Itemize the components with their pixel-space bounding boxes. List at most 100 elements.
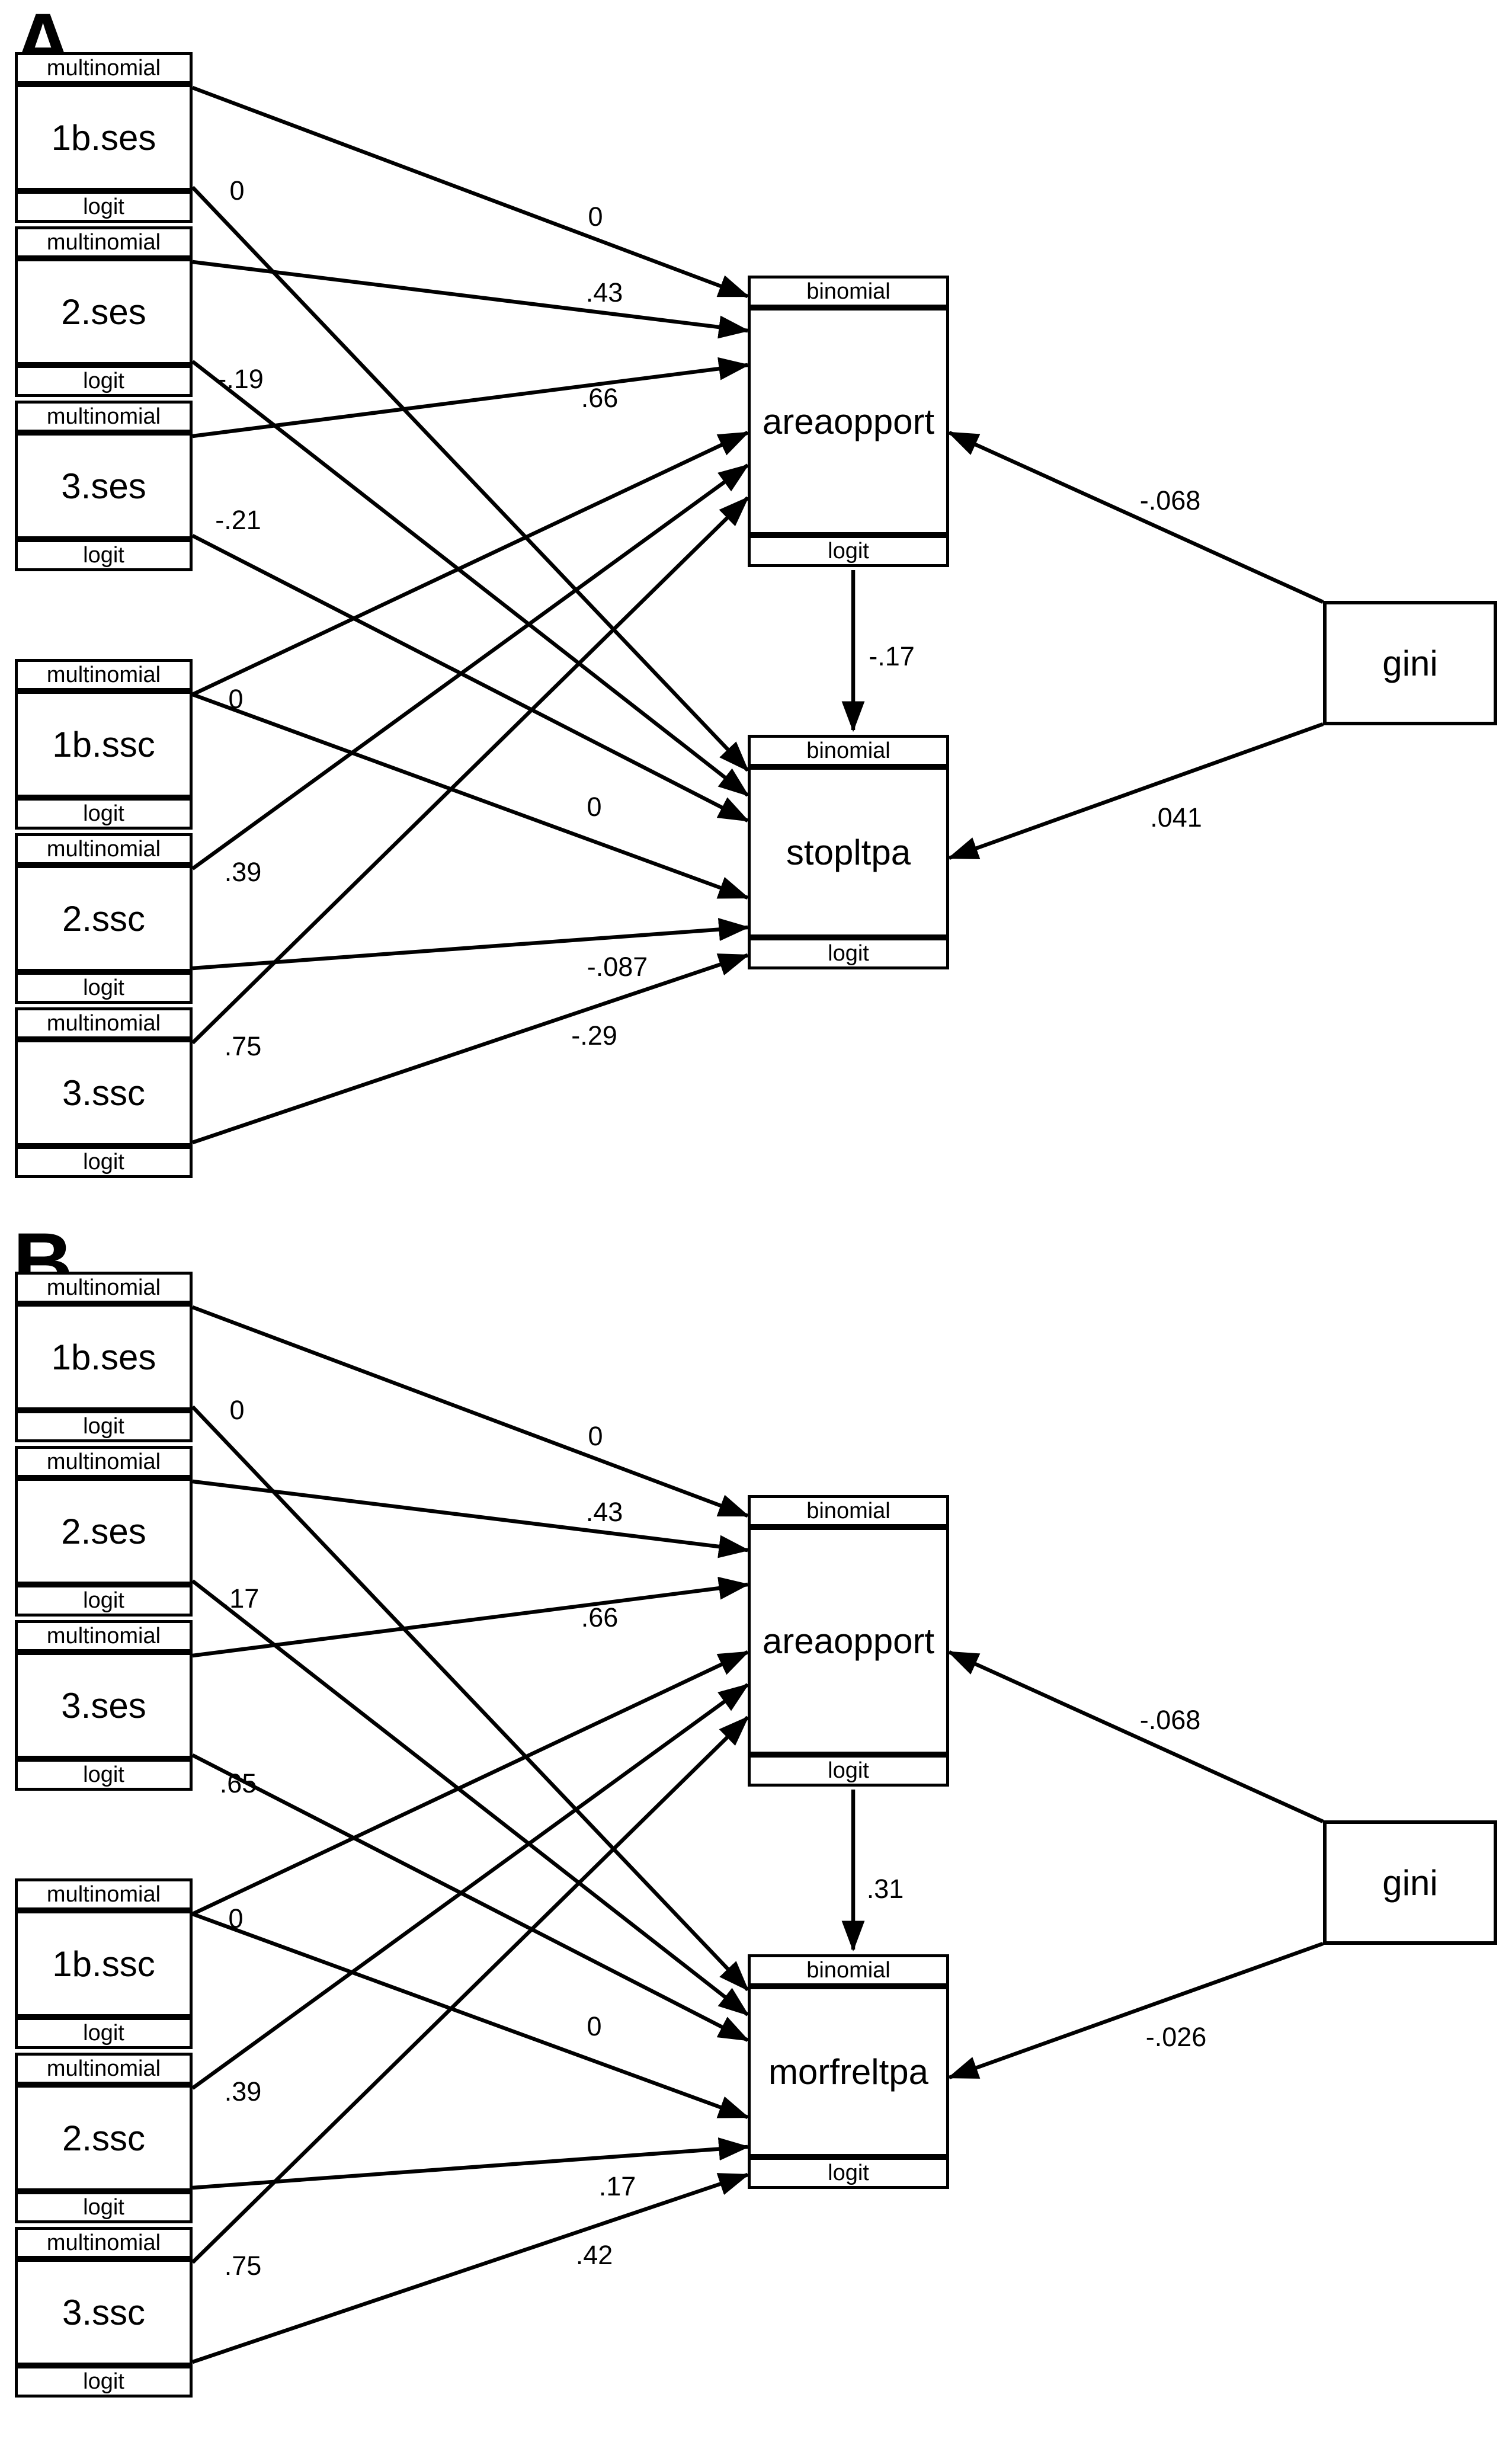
path-1b-ssc-to-morfreltpa — [191, 1912, 750, 2120]
variable-name: 2.ssc — [18, 868, 190, 969]
link-tag: logit — [751, 532, 946, 564]
variable-name: 1b.ses — [18, 1307, 190, 1407]
path-3-ses-to-areaopport — [192, 1576, 750, 1658]
distribution-tag: multinomial — [18, 1881, 190, 1913]
covariate-box-gini: gini — [1323, 601, 1497, 725]
path-2-ses-to-stopltpa — [191, 360, 749, 797]
coefficient-label: 0 — [229, 175, 245, 206]
link-tag: logit — [18, 1143, 190, 1175]
distribution-tag: binomial — [751, 1957, 946, 1989]
path-3-ses-to-morfreltpa — [191, 1753, 749, 2042]
covariate-box-gini: gini — [1323, 1820, 1497, 1945]
distribution-tag: multinomial — [18, 2230, 190, 2262]
distribution-tag: binomial — [751, 738, 946, 770]
path-2-ssc-to-areaopport — [191, 463, 749, 870]
distribution-tag: multinomial — [18, 404, 190, 436]
distribution-tag: multinomial — [18, 662, 190, 694]
variable-name: areaopport — [751, 311, 946, 532]
variable-name: gini — [1382, 1862, 1438, 1903]
distribution-tag: multinomial — [18, 55, 190, 87]
variable-name: gini — [1382, 643, 1438, 683]
coefficient-label: .66 — [581, 1602, 619, 1633]
link-tag: logit — [751, 934, 946, 966]
distribution-tag: binomial — [751, 279, 946, 311]
path-arrows-layer — [191, 85, 1324, 1145]
link-tag: logit — [18, 969, 190, 1001]
path-2-ssc-to-areaopport — [191, 1683, 749, 2090]
variable-name: 2.ssc — [18, 2088, 190, 2188]
path-arrows-layer — [191, 1305, 1324, 2364]
path-3-ssc-to-stopltpa — [191, 953, 750, 1145]
path-gini-to-areaopport — [947, 1650, 1324, 1823]
coefficient-label: 0 — [228, 1903, 244, 1934]
link-tag: logit — [18, 362, 190, 394]
path-2-ses-to-areaopport — [192, 260, 750, 339]
coefficient-label: .43 — [585, 277, 623, 308]
variable-name: 3.ses — [18, 1655, 190, 1756]
distribution-tag: multinomial — [18, 2056, 190, 2088]
variable-name: 3.ses — [18, 436, 190, 536]
path-1b-ses-to-areaopport — [191, 85, 750, 299]
coefficient-label: 0 — [587, 2011, 602, 2041]
link-tag: logit — [18, 188, 190, 220]
path-1b-ssc-to-areaopport — [191, 1650, 749, 1916]
path-gini-to-stopltpa — [947, 722, 1324, 860]
variable-name: 3.ssc — [18, 1042, 190, 1143]
coefficient-label: -.21 — [215, 505, 261, 535]
coefficient-label: -.17 — [869, 641, 915, 671]
coefficient-label: .39 — [224, 857, 262, 887]
coefficient-label: .041 — [1150, 802, 1202, 833]
coefficient-label: -.29 — [571, 1020, 617, 1051]
variable-name: areaopport — [751, 1530, 946, 1752]
distribution-tag: multinomial — [18, 1449, 190, 1481]
link-tag: logit — [18, 1407, 190, 1439]
link-tag: logit — [18, 1756, 190, 1788]
path-3-ssc-to-areaopport — [191, 1715, 749, 2264]
coefficient-label: -.026 — [1145, 2022, 1207, 2052]
coefficient-label: .65 — [219, 1768, 257, 1798]
variable-name: 3.ssc — [18, 2262, 190, 2363]
variable-name: 2.ses — [18, 1481, 190, 1582]
link-tag: logit — [18, 1582, 190, 1614]
coefficient-label: .43 — [585, 1497, 623, 1527]
path-gini-to-areaopport — [947, 431, 1324, 604]
path-1b-ses-to-areaopport — [191, 1305, 750, 1518]
link-tag: logit — [18, 2363, 190, 2395]
path-1b-ses-to-stopltpa — [191, 185, 749, 772]
path-3-ssc-to-morfreltpa — [191, 2172, 750, 2364]
distribution-tag: multinomial — [18, 1275, 190, 1307]
coefficient-label: -.068 — [1139, 1705, 1201, 1735]
path-1b-ses-to-morfreltpa — [191, 1405, 749, 1992]
path-1b-ssc-to-stopltpa — [191, 692, 750, 900]
path-3-ssc-to-areaopport — [191, 496, 749, 1045]
link-tag: logit — [18, 536, 190, 568]
variable-name: 1b.ssc — [18, 694, 190, 795]
coefficient-label: 0 — [588, 1421, 603, 1451]
path-2-ssc-to-stopltpa — [192, 918, 750, 971]
coefficient-label: .75 — [224, 2251, 262, 2281]
variable-name: morfreltpa — [751, 1989, 946, 2154]
coefficient-label: .39 — [224, 2076, 262, 2107]
link-tag: logit — [18, 2014, 190, 2046]
distribution-tag: binomial — [751, 1498, 946, 1530]
coefficient-label: .17 — [598, 2171, 636, 2201]
coefficient-label: .42 — [575, 2240, 613, 2270]
coefficient-label: -.087 — [587, 952, 648, 982]
coefficient-label: 0 — [588, 201, 603, 232]
coefficient-label: .66 — [581, 383, 619, 413]
coefficient-label: 0 — [587, 792, 602, 822]
